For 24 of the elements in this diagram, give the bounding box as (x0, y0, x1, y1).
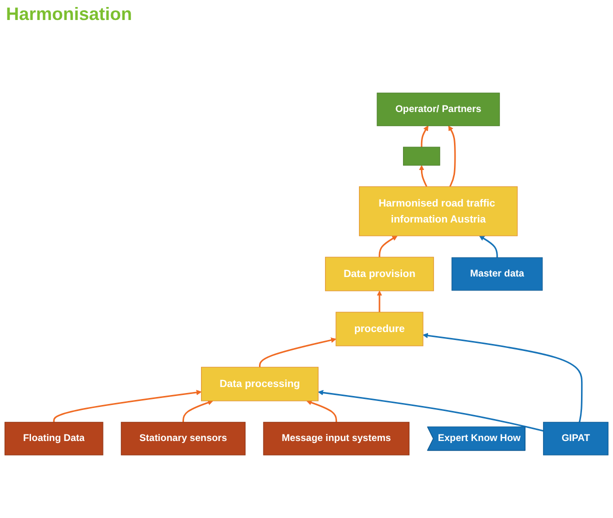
arrow (376, 290, 382, 312)
node-box: Floating Data (4, 422, 104, 456)
node-box: Operator/ Partners (376, 92, 500, 126)
arrow (182, 400, 214, 422)
node-box: GIPAT (543, 422, 608, 456)
arrow (306, 400, 338, 422)
arrow (479, 236, 498, 258)
arrow (448, 126, 456, 187)
arrow (422, 332, 583, 422)
node-box: Master data (452, 257, 543, 291)
arrow (378, 236, 398, 258)
node-box (403, 146, 440, 166)
node-box: procedure (336, 312, 424, 346)
arrow (420, 126, 428, 148)
node-box: Harmonised road traffic information Austria (358, 186, 518, 236)
node-box: Data provision (325, 256, 434, 292)
arrow (418, 165, 428, 187)
arrow (318, 390, 544, 432)
node-box: Data processing (201, 366, 319, 402)
node-box: Message input systems (263, 422, 410, 456)
arrow (259, 338, 336, 368)
rotated-label: Harmonisation (6, 4, 132, 25)
node-box: Stationary sensors (120, 422, 246, 456)
arrow (53, 390, 202, 422)
